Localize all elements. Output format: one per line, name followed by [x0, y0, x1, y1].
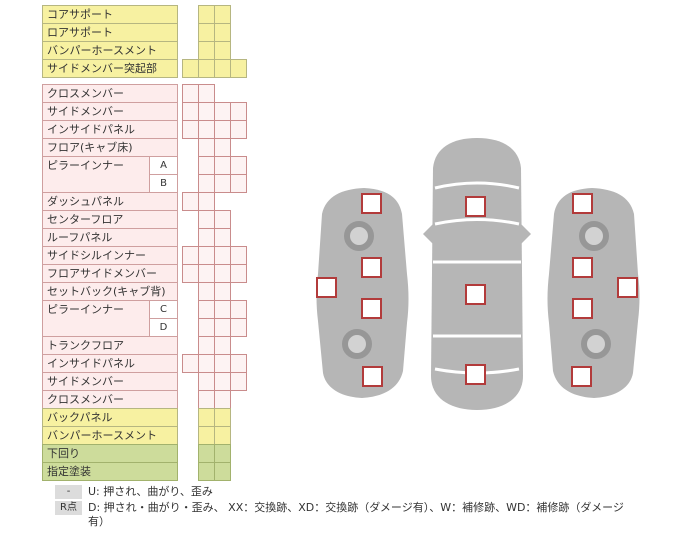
condition-cell[interactable] — [214, 462, 231, 481]
damage-point-marker[interactable] — [572, 298, 593, 319]
damage-point-marker[interactable] — [362, 366, 383, 387]
damage-point-marker[interactable] — [361, 298, 382, 319]
part-label: フロア(キャブ床) — [42, 138, 178, 157]
damage-point-marker[interactable] — [316, 277, 337, 298]
legend-key-badge: - — [55, 485, 82, 499]
car-right-side-view — [547, 188, 640, 398]
condition-cell[interactable] — [230, 264, 247, 283]
damage-point-marker[interactable] — [465, 364, 486, 385]
legend-row: R点 D: 押され・曲がり・歪み、 XX：交換跡、XD：交換跡（ダメージ有）、W… — [55, 501, 626, 529]
car-body — [547, 188, 640, 398]
table-row: 指定塗装 — [42, 462, 231, 481]
table-row: インサイドパネル — [42, 120, 247, 139]
legend-row: - U: 押され、曲がり、歪み — [55, 485, 626, 499]
part-label: ルーフパネル — [42, 228, 178, 247]
car-body — [431, 138, 523, 410]
condition-cell-strip — [198, 282, 231, 301]
table-row: クロスメンバー — [42, 84, 215, 103]
condition-cell-strip — [198, 174, 247, 193]
part-label: 下回り — [42, 444, 178, 463]
wheel-icon — [344, 221, 374, 251]
damage-point-marker[interactable] — [361, 257, 382, 278]
damage-point-marker[interactable] — [571, 366, 592, 387]
condition-cell[interactable] — [230, 318, 247, 337]
part-label: ロアサポート — [42, 23, 178, 42]
table-row: フロア(キャブ床) — [42, 138, 231, 157]
table-row: ロアサポート — [42, 23, 231, 42]
condition-cell[interactable] — [230, 120, 247, 139]
table-row: サイドメンバー — [42, 372, 247, 391]
wheel-icon — [581, 329, 611, 359]
panel-seam-line — [434, 218, 520, 226]
car-top-view — [423, 138, 531, 410]
condition-cell-strip — [198, 23, 231, 42]
damage-point-marker[interactable] — [361, 193, 382, 214]
part-label: クロスメンバー — [42, 84, 178, 103]
damage-point-marker[interactable] — [572, 257, 593, 278]
condition-cell-strip — [198, 210, 231, 229]
car-left-side-view — [316, 188, 409, 398]
table-row: ルーフパネル — [42, 228, 231, 247]
table-row: セットバック(キャブ背) — [42, 282, 231, 301]
wheel-icon — [342, 329, 372, 359]
car-body — [316, 188, 409, 398]
condition-cell-strip — [182, 120, 247, 139]
table-row: サイドメンバー — [42, 102, 247, 121]
table-row: 下回り — [42, 444, 231, 463]
condition-cell-strip — [182, 59, 247, 78]
side-mirror-icon — [423, 224, 433, 244]
damage-point-marker[interactable] — [572, 193, 593, 214]
condition-cell-strip — [198, 462, 231, 481]
damage-point-marker[interactable] — [465, 284, 486, 305]
part-label: サイドメンバー突起部 — [42, 59, 178, 78]
wheel-icon — [579, 221, 609, 251]
condition-cell-strip — [198, 372, 247, 391]
condition-cell-strip — [198, 300, 247, 319]
condition-cell-strip — [182, 192, 215, 211]
frame-parts-table: コアサポートロアサポートバンパーホースメントサイドメンバー突起部クロスメンバーサ… — [42, 5, 247, 481]
legend-text: U: 押され、曲がり、歪み — [88, 485, 213, 498]
condition-cell-strip — [182, 354, 247, 373]
legend-key-badge: R点 — [55, 501, 82, 515]
condition-cell[interactable] — [230, 372, 247, 391]
part-label: フロアサイドメンバー — [42, 264, 178, 283]
condition-cell-strip — [182, 102, 247, 121]
part-label: ピラーインナー — [42, 156, 150, 193]
condition-cell[interactable] — [230, 59, 247, 78]
condition-cell-strip — [198, 41, 231, 60]
table-row: サイドメンバー突起部 — [42, 59, 247, 78]
table-row: フロアサイドメンバー — [42, 264, 247, 283]
part-label: サイドメンバー — [42, 372, 178, 391]
panel-seam-line — [434, 181, 520, 190]
condition-cell[interactable] — [230, 174, 247, 193]
part-label: バンパーホースメント — [42, 41, 178, 60]
part-label: インサイドパネル — [42, 120, 178, 139]
table-row: コアサポート — [42, 5, 231, 24]
condition-cell-strip — [182, 84, 215, 103]
damage-point-marker[interactable] — [617, 277, 638, 298]
side-mirror-icon — [521, 224, 531, 244]
legend-text: D: 押され・曲がり・歪み、 XX：交換跡、XD：交換跡（ダメージ有）、W：補修… — [88, 501, 624, 528]
condition-cell-strip — [198, 228, 231, 247]
damage-point-marker[interactable] — [465, 196, 486, 217]
table-row: バンパーホースメント — [42, 41, 231, 60]
condition-cell-strip — [198, 156, 247, 175]
table-row: ダッシュパネル — [42, 192, 215, 211]
condition-cell-strip — [198, 444, 231, 463]
damage-legend: - U: 押され、曲がり、歪み R点 D: 押され・曲がり・歪み、 XX：交換跡… — [55, 485, 626, 531]
part-label: 指定塗装 — [42, 462, 178, 481]
